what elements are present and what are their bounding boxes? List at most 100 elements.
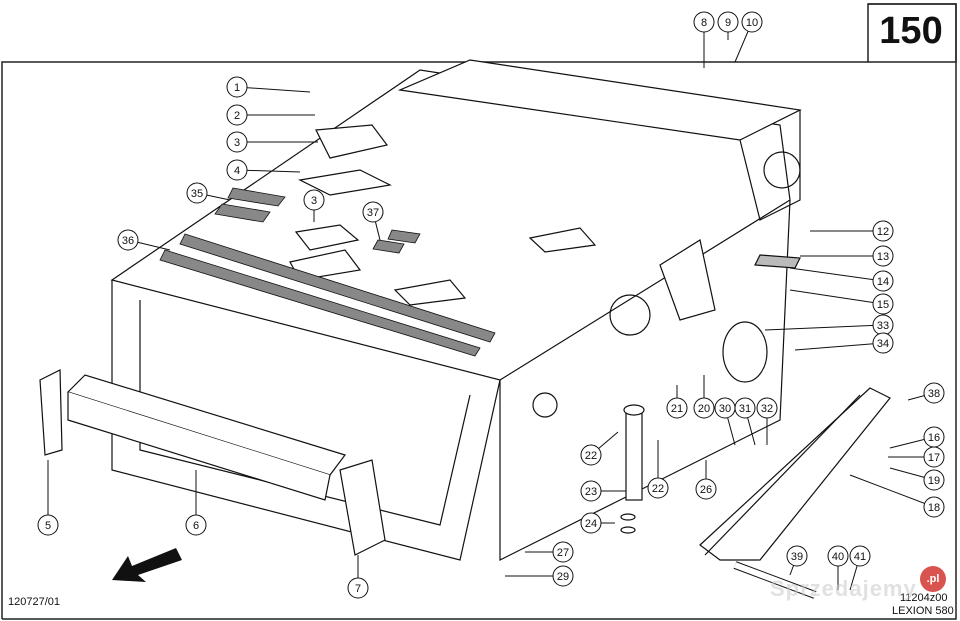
callout-circle-35 — [186, 182, 208, 204]
callout-circle-37 — [362, 201, 384, 223]
callout-circle-40 — [827, 545, 849, 567]
callout-label-23: 23 — [585, 486, 597, 498]
callout-circle-7 — [347, 577, 369, 599]
callout-label-27: 27 — [557, 547, 569, 559]
callout-circle-22b — [647, 477, 669, 499]
callout-circle-13 — [872, 245, 894, 267]
callout-label-22b: 22 — [652, 483, 664, 495]
callout-label-30: 30 — [719, 403, 731, 415]
leader-line-33 — [764, 324, 884, 331]
callout-label-33: 33 — [877, 320, 889, 332]
leader-line-14 — [789, 267, 884, 282]
callout-circle-22a — [580, 444, 602, 466]
callout-circle-32 — [756, 397, 778, 419]
drawing-code: 11204z00 — [900, 592, 948, 604]
callout-label-21: 21 — [671, 403, 683, 415]
leader-line-15 — [789, 289, 884, 305]
callout-label-17: 17 — [928, 452, 940, 464]
callout-circle-18 — [923, 496, 945, 518]
callout-circle-36 — [117, 229, 139, 251]
callout-circle-26 — [695, 478, 717, 500]
cover-plate — [659, 239, 801, 383]
callout-label-19: 19 — [928, 475, 940, 487]
callout-label-12: 12 — [877, 226, 889, 238]
callout-circle-3b — [303, 189, 325, 211]
drawing-reference: 120727/01 — [8, 596, 60, 608]
callout-label-18: 18 — [928, 502, 940, 514]
callout-circle-29 — [552, 565, 574, 587]
callout-label-10: 10 — [746, 17, 758, 29]
callout-circle-23 — [580, 480, 602, 502]
callout-label-2: 2 — [234, 110, 240, 122]
callout-label-3b: 3 — [311, 195, 317, 207]
travel-direction-arrow — [112, 548, 182, 582]
callout-circle-8 — [693, 11, 715, 33]
leader-line-18 — [849, 474, 935, 508]
callout-circle-2 — [226, 104, 248, 126]
callout-label-38: 38 — [928, 388, 940, 400]
callout-circle-21 — [666, 397, 688, 419]
callout-circle-3a — [226, 131, 248, 153]
callout-label-24: 24 — [585, 518, 597, 530]
callout-circle-17 — [923, 446, 945, 468]
callout-label-22a: 22 — [585, 450, 597, 462]
inspection-covers — [294, 124, 389, 251]
callout-label-31: 31 — [739, 403, 751, 415]
model-name: LEXION 580 — [892, 605, 954, 617]
callout-label-8: 8 — [701, 17, 707, 29]
page-number-box — [867, 3, 957, 63]
callout-label-9: 9 — [725, 17, 731, 29]
callout-circle-1 — [226, 76, 248, 98]
callout-circle-10 — [741, 11, 763, 33]
callout-label-3a: 3 — [234, 137, 240, 149]
callout-label-34: 34 — [877, 338, 889, 350]
callout-circle-39 — [786, 545, 808, 567]
leader-line-1 — [236, 86, 311, 93]
callout-circle-9 — [717, 11, 739, 33]
callout-label-39: 39 — [791, 551, 803, 563]
callout-label-15: 15 — [877, 299, 889, 311]
callout-circle-12 — [872, 220, 894, 242]
callout-label-1: 1 — [234, 82, 240, 94]
callout-circle-34 — [872, 332, 894, 354]
callout-label-26: 26 — [700, 484, 712, 496]
front-beam — [39, 369, 386, 556]
callout-circle-14 — [872, 270, 894, 292]
callout-label-6: 6 — [193, 520, 199, 532]
feeder-housing — [110, 59, 802, 561]
callout-circle-20 — [693, 397, 715, 419]
page-number: 150 — [879, 9, 943, 52]
callout-label-36: 36 — [122, 235, 134, 247]
callout-label-20: 20 — [698, 403, 710, 415]
callout-circle-24 — [580, 512, 602, 534]
watermark-badge: .pl — [920, 566, 946, 592]
callout-label-40: 40 — [832, 551, 844, 563]
callout-circle-27 — [552, 541, 574, 563]
callout-label-5: 5 — [45, 520, 51, 532]
callout-circle-19 — [923, 469, 945, 491]
seal-strips — [159, 187, 496, 357]
cylinder — [620, 404, 645, 534]
callout-circle-41 — [849, 545, 871, 567]
leader-line-34 — [794, 342, 884, 351]
callout-label-7: 7 — [355, 583, 361, 595]
callout-circle-15 — [872, 293, 894, 315]
watermark-text: Sprzedajemy — [770, 576, 917, 601]
callout-circle-4 — [226, 159, 248, 181]
lift-arm — [699, 387, 891, 599]
callout-circle-6 — [185, 514, 207, 536]
callout-circle-31 — [734, 397, 756, 419]
callout-label-29: 29 — [557, 571, 569, 583]
callout-label-32: 32 — [761, 403, 773, 415]
callout-label-37: 37 — [367, 207, 379, 219]
callout-circle-38 — [923, 382, 945, 404]
callout-circle-5 — [37, 514, 59, 536]
leader-line-4 — [236, 169, 301, 173]
callout-label-13: 13 — [877, 251, 889, 263]
callout-label-16: 16 — [928, 432, 940, 444]
callout-label-35: 35 — [191, 188, 203, 200]
callout-label-4: 4 — [234, 165, 240, 177]
callout-label-41: 41 — [854, 551, 866, 563]
